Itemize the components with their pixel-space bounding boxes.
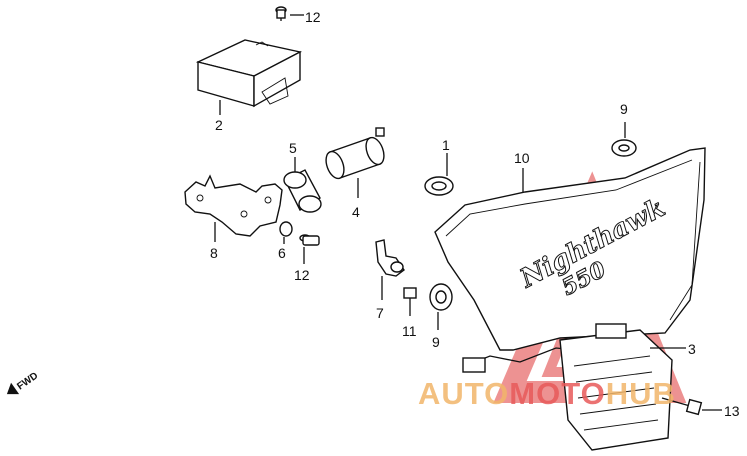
callout-7: 7 <box>376 305 384 321</box>
grommet-part-9-lower <box>429 283 453 330</box>
regulator-part-3 <box>462 323 686 451</box>
callout-4: 4 <box>352 204 360 220</box>
callout-8: 8 <box>210 245 218 261</box>
callout-13: 13 <box>724 403 740 419</box>
fwd-label: FWD <box>15 370 40 392</box>
sleeve-part-5 <box>283 157 322 213</box>
callout-12-middle: 12 <box>294 267 310 283</box>
bolt-part-13 <box>661 397 722 416</box>
watermark-text: AUTOMOTOHUB <box>418 376 676 411</box>
grommet-part-6 <box>279 221 293 244</box>
cdi-unit-part-2 <box>195 39 303 115</box>
side-cover-part-10 <box>434 147 706 351</box>
bracket-part-8 <box>184 174 283 242</box>
callout-12-top: 12 <box>305 9 321 25</box>
bolt-part-12-top <box>275 6 304 21</box>
forward-arrow-icon <box>6 382 20 395</box>
cylinder-part-4 <box>325 127 385 198</box>
screw-part-11 <box>403 287 417 316</box>
grommet-part-1 <box>424 153 454 196</box>
watermark-auto: AUTO <box>418 376 509 411</box>
watermark-moto: MOTO <box>509 376 605 411</box>
bolt-part-12-middle <box>299 234 320 264</box>
callout-5: 5 <box>289 140 297 156</box>
callout-3: 3 <box>688 341 696 357</box>
callout-9-lower: 9 <box>432 334 440 350</box>
callout-6: 6 <box>278 245 286 261</box>
callout-9-upper: 9 <box>620 101 628 117</box>
callout-2: 2 <box>215 117 223 133</box>
callout-10: 10 <box>514 150 530 166</box>
callout-1: 1 <box>442 137 450 153</box>
callout-11: 11 <box>402 323 417 339</box>
watermark-hub: HUB <box>606 376 676 411</box>
stay-part-7 <box>375 239 405 300</box>
grommet-part-9-upper <box>611 122 637 157</box>
svg-text:AUTOMOTOHUB: AUTOMOTOHUB <box>418 376 676 411</box>
forward-direction-indicator: FWD <box>6 370 40 395</box>
